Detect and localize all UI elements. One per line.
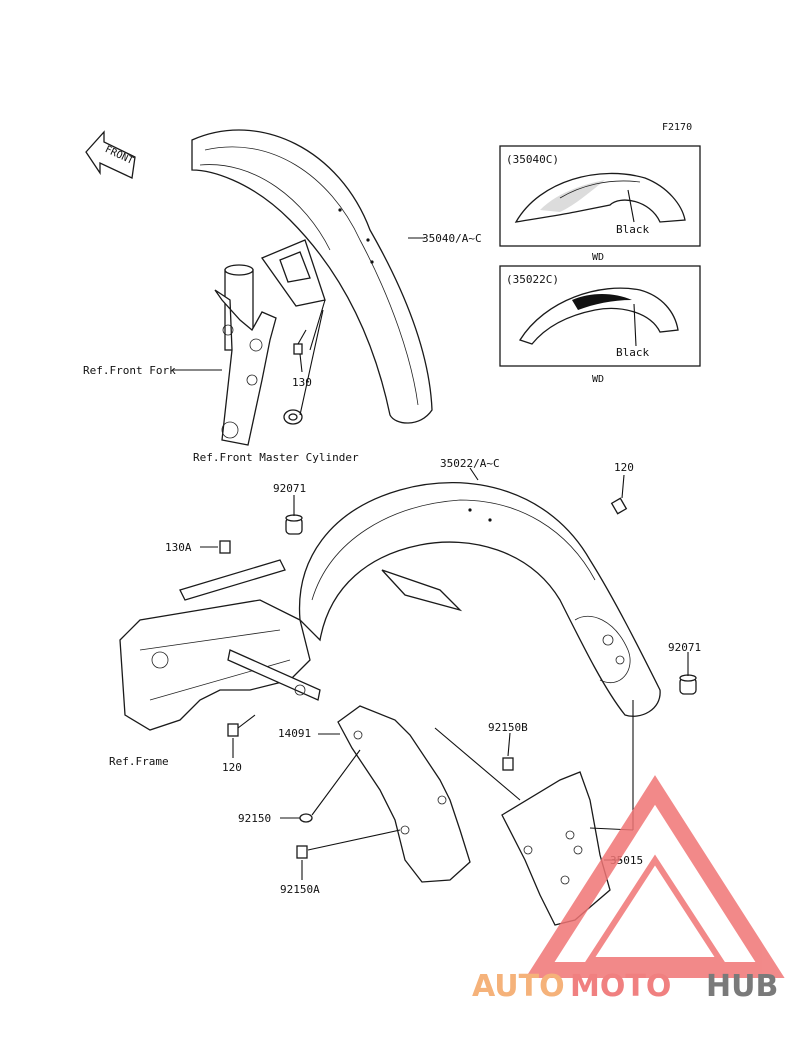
bolt-92150-icon	[299, 813, 313, 823]
front-fork	[214, 264, 277, 446]
grommet-left-icon	[285, 514, 303, 535]
label-92150: 92150	[238, 812, 271, 825]
inset-rear-black: Black	[616, 346, 649, 359]
bolt-92150A-icon	[296, 845, 308, 859]
label-120-bottom: 120	[222, 761, 242, 774]
inset-rear-caption: WD	[592, 374, 604, 385]
rear-fender	[298, 482, 661, 717]
label-35040: 35040/A~C	[422, 232, 482, 245]
ref-front-master-cylinder-label: Ref.Front Master Cylinder	[193, 451, 359, 464]
ref-frame-label: Ref.Frame	[109, 755, 169, 768]
figure-code: F2170	[662, 122, 692, 133]
inset-rear-fender: (35022C) Black	[499, 265, 701, 367]
label-92150B: 92150B	[488, 721, 528, 734]
license-bracket-35015	[501, 771, 611, 926]
front-arrow-icon: FRONT	[85, 130, 136, 179]
bolt-130A-icon	[219, 540, 231, 554]
frame	[119, 559, 321, 731]
inset-front-fender: (35040C) Black	[499, 145, 701, 247]
watermark-text-2: MOTO	[570, 969, 671, 1004]
label-120-top: 120	[614, 461, 634, 474]
watermark-text-3: HUB	[706, 969, 778, 1004]
bolt-120-bottom-icon	[227, 723, 239, 737]
label-130: 130	[292, 376, 312, 389]
washer-icon	[283, 409, 303, 425]
inset-rear-code: (35022C)	[506, 273, 559, 286]
label-92071-right: 92071	[668, 641, 701, 654]
watermark-text-1: AUTO	[472, 969, 565, 1004]
front-fender	[191, 129, 433, 424]
inset-front-caption: WD	[592, 252, 604, 263]
inset-front-code: (35040C)	[506, 153, 559, 166]
bolt-92150B-icon	[502, 757, 514, 771]
fender-mount-bracket	[261, 239, 326, 307]
ref-front-fork-label: Ref.Front Fork	[83, 364, 176, 377]
label-92150A: 92150A	[280, 883, 320, 896]
label-92071-left: 92071	[273, 482, 306, 495]
label-35022: 35022/A~C	[440, 457, 500, 470]
label-14091: 14091	[278, 727, 311, 740]
label-130A: 130A	[165, 541, 192, 554]
watermark-logo-icon	[525, 775, 785, 978]
inset-front-black: Black	[616, 223, 649, 236]
bracket-14091	[337, 705, 471, 883]
bolt-130-icon	[293, 329, 307, 355]
grommet-right-icon	[679, 674, 697, 695]
bolt-120-top-icon	[610, 497, 628, 515]
